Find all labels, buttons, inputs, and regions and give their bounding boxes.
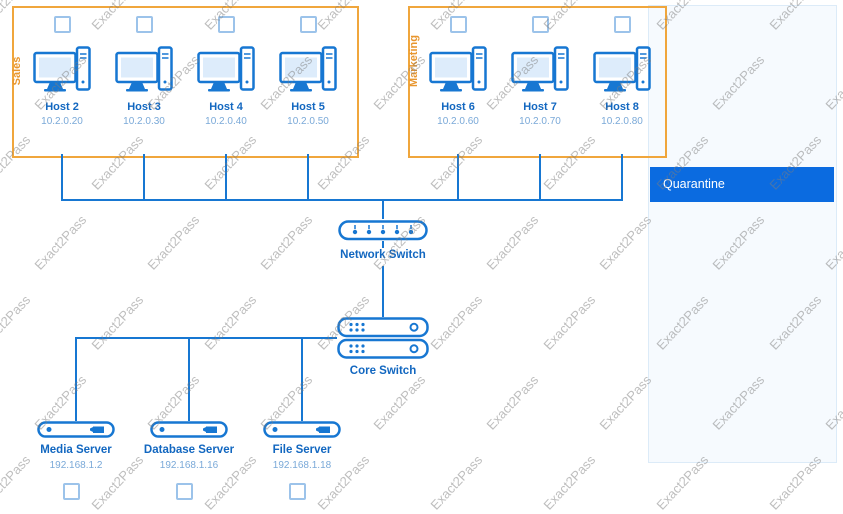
cable (143, 154, 145, 201)
cable (539, 154, 541, 201)
host-ip: 10.2.0.50 (287, 116, 329, 127)
host-name: Host 3 (127, 101, 161, 113)
cable (382, 241, 384, 248)
watermark: Exact2Pass (427, 452, 486, 513)
host-6-checkbox[interactable] (449, 16, 467, 33)
cable (621, 154, 623, 201)
host-name: Host 2 (45, 101, 79, 113)
computer-icon (115, 46, 173, 92)
cable-bus (61, 199, 623, 201)
host-ip: 10.2.0.40 (205, 116, 247, 127)
host-name: Host 7 (523, 101, 557, 113)
quarantine-button[interactable]: Quarantine (650, 167, 834, 202)
host-ip: 10.2.0.60 (437, 116, 479, 127)
watermark: Exact2Pass (144, 212, 203, 273)
watermark: Exact2Pass (540, 292, 599, 353)
server-icon (263, 421, 341, 438)
watermark: Exact2Pass (201, 292, 260, 353)
database-server-checkbox[interactable] (176, 483, 193, 500)
watermark: Exact2Pass (0, 292, 34, 353)
host-5: Host 5 10.2.0.50 (268, 16, 348, 127)
host-3: Host 3 10.2.0.30 (104, 16, 184, 127)
host-ip: 10.2.0.70 (519, 116, 561, 127)
watermark: Exact2Pass (540, 452, 599, 513)
computer-icon (33, 46, 91, 92)
host-4-checkbox[interactable] (217, 16, 235, 33)
host-4: Host 4 10.2.0.40 (186, 16, 266, 127)
host-2-checkbox[interactable] (53, 16, 71, 33)
host-7: Host 7 10.2.0.70 (500, 16, 580, 127)
cable (188, 339, 190, 421)
computer-icon (511, 46, 569, 92)
watermark: Exact2Pass (257, 212, 316, 273)
cable (61, 154, 63, 201)
server-name: Database Server (143, 444, 235, 456)
host-2: Host 2 10.2.0.20 (22, 16, 102, 127)
host-name: Host 6 (441, 101, 475, 113)
watermark: Exact2Pass (427, 292, 486, 353)
watermark: Exact2Pass (31, 212, 90, 273)
core-switch-label: Core Switch (349, 365, 417, 377)
host-name: Host 4 (209, 101, 243, 113)
host-name: Host 5 (291, 101, 325, 113)
cable (457, 154, 459, 201)
sales-group-box (12, 6, 359, 158)
host-name: Host 8 (605, 101, 639, 113)
computer-icon (593, 46, 651, 92)
network-switch-label: Network Switch (340, 249, 426, 261)
cable (382, 201, 384, 219)
host-6: Host 6 10.2.0.60 (418, 16, 498, 127)
host-7-checkbox[interactable] (531, 16, 549, 33)
host-ip: 10.2.0.20 (41, 116, 83, 127)
cable-bus (75, 337, 337, 339)
server-name: Media Server (40, 444, 112, 456)
watermark: Exact2Pass (370, 372, 429, 433)
server-name: File Server (272, 444, 332, 456)
server-icon (37, 421, 115, 438)
watermark: Exact2Pass (88, 292, 147, 353)
computer-icon (279, 46, 337, 92)
host-8: Host 8 10.2.0.80 (582, 16, 662, 127)
media-server-checkbox[interactable] (63, 483, 80, 500)
cable (307, 154, 309, 201)
computer-icon (197, 46, 255, 92)
computer-icon (429, 46, 487, 92)
server-ip: 192.168.1.16 (159, 460, 219, 471)
watermark: Exact2Pass (596, 212, 655, 273)
cable (382, 266, 384, 317)
core-switch-icon (337, 317, 429, 359)
host-8-checkbox[interactable] (613, 16, 631, 33)
cable (225, 154, 227, 201)
cable (75, 339, 77, 421)
marketing-group-box (408, 6, 667, 158)
watermark: Exact2Pass (596, 372, 655, 433)
host-ip: 10.2.0.80 (601, 116, 643, 127)
server-icon (150, 421, 228, 438)
cable (301, 339, 303, 421)
watermark: Exact2Pass (483, 212, 542, 273)
network-switch-icon (338, 220, 428, 241)
host-ip: 10.2.0.30 (123, 116, 165, 127)
watermark: Exact2Pass (483, 372, 542, 433)
host-5-checkbox[interactable] (299, 16, 317, 33)
file-server-checkbox[interactable] (289, 483, 306, 500)
server-ip: 192.168.1.18 (272, 460, 332, 471)
host-3-checkbox[interactable] (135, 16, 153, 33)
quarantine-panel (648, 5, 837, 463)
server-ip: 192.168.1.2 (49, 460, 103, 471)
